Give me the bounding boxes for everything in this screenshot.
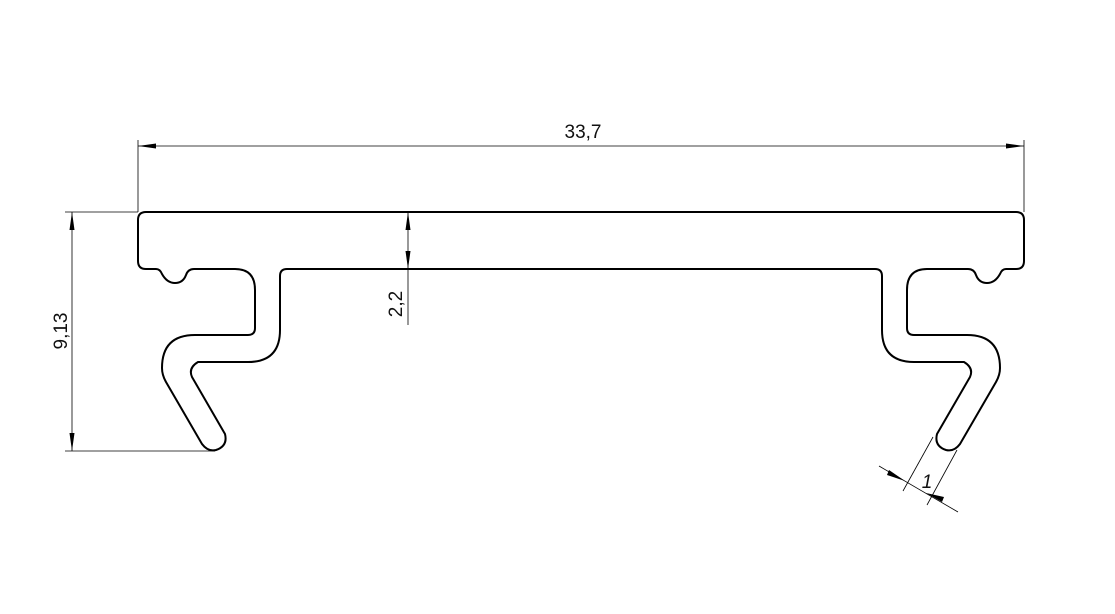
thickness-dimension: 2,2 bbox=[386, 212, 411, 325]
profile-right-half bbox=[581, 211, 1025, 452]
profile-left-half bbox=[137, 211, 581, 452]
width-dimension: 33,7 bbox=[137, 122, 1025, 212]
lip-thickness-label: 1 bbox=[922, 472, 933, 493]
width-label: 33,7 bbox=[565, 122, 602, 143]
lip-thickness-dimension: 1 bbox=[878, 436, 959, 513]
height-dimension: 9,13 bbox=[51, 211, 215, 452]
height-label: 9,13 bbox=[51, 313, 72, 350]
thickness-label: 2,2 bbox=[386, 291, 407, 317]
profile-outline bbox=[137, 211, 1025, 452]
